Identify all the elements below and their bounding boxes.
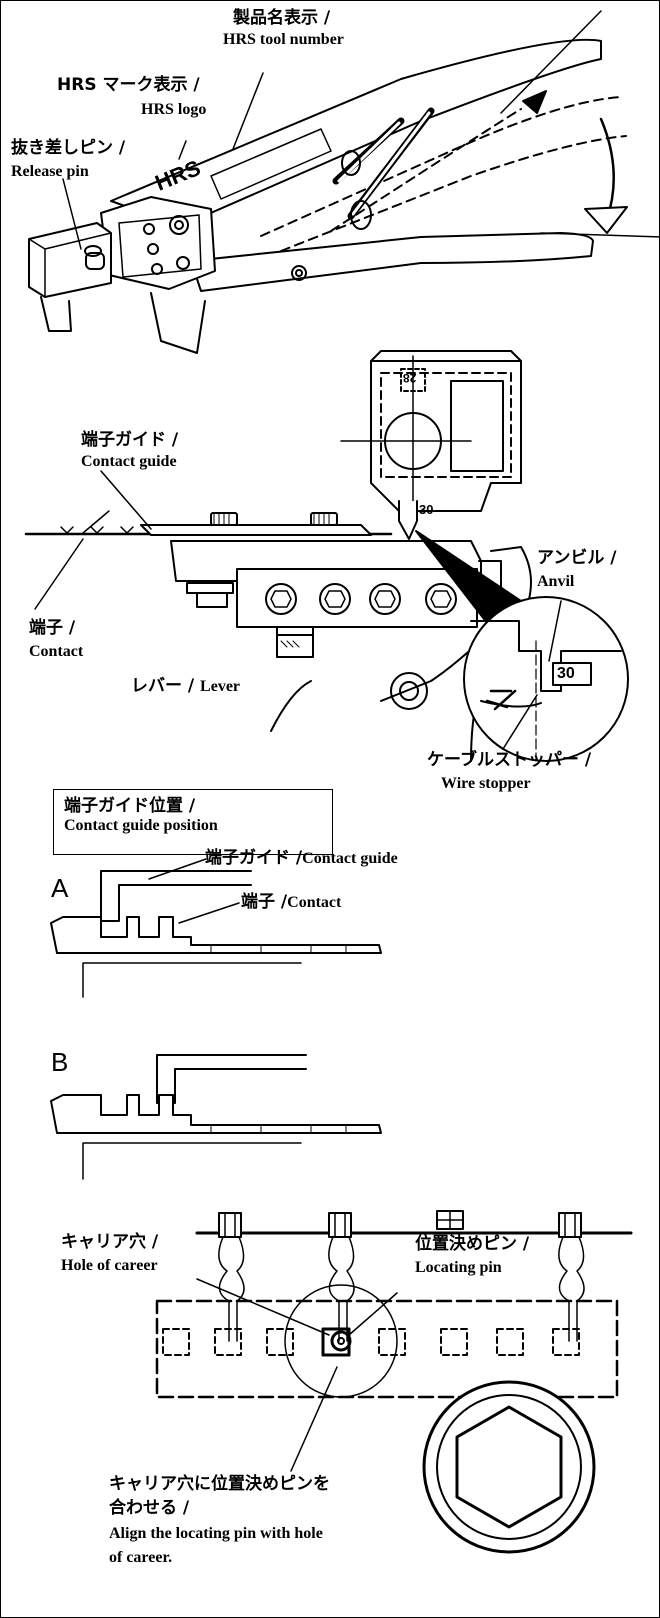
- align-instruction-en-2: of career.: [109, 1549, 173, 1566]
- logo-label-en: HRS logo: [141, 101, 207, 118]
- wire-stopper-label-en: Wire stopper: [441, 775, 531, 792]
- career-hole-label-en: Hole of career: [61, 1257, 158, 1274]
- wire-stopper-label-jp: ケーブルストッパー /: [427, 750, 592, 770]
- locating-pin-label-jp: 位置決めピン /: [415, 1234, 530, 1254]
- align-instruction-jp-1: キャリア穴に位置決めピンを: [109, 1474, 330, 1494]
- tool-number-label-jp: 製品名表示 /: [233, 8, 331, 28]
- guide-a-label-jp: 端子ガイド /: [205, 848, 303, 868]
- guide-a-label: 端子ガイド /Contact guide: [205, 848, 398, 869]
- contact-a-label: 端子 /Contact: [241, 892, 342, 913]
- contact-a-label-jp: 端子 /: [241, 892, 288, 912]
- position-b-label: B: [51, 1047, 69, 1077]
- position-a-drawing: [50, 858, 382, 998]
- align-instruction-jp-2: 合わせる /: [109, 1498, 190, 1518]
- contact-a-label-en: Contact: [287, 894, 342, 911]
- align-instruction-en-1: Align the locating pin with hole: [109, 1525, 323, 1542]
- lever-label-en: Lever: [200, 678, 241, 695]
- lever-label: レバー / Lever: [131, 676, 241, 697]
- release-pin-label-en: Release pin: [11, 163, 89, 180]
- contact-guide-label-jp: 端子ガイド /: [81, 430, 179, 450]
- die-size-marking-upper: 28: [403, 370, 417, 385]
- guide-position-title-en: Contact guide position: [64, 817, 218, 835]
- career-hole-label-jp: キャリア穴 /: [61, 1232, 159, 1252]
- position-a-label: A: [51, 873, 69, 903]
- logo-label-jp: HRS マーク表示 /: [57, 75, 200, 95]
- contact-label-en: Contact: [29, 643, 84, 660]
- crimp-tool-drawing: HRS: [28, 10, 659, 354]
- release-pin-label-jp: 抜き差しピン /: [11, 138, 126, 158]
- position-b-drawing: [50, 1054, 382, 1180]
- contact-guide-label-en: Contact guide: [81, 453, 177, 470]
- guide-position-title-jp: 端子ガイド位置 /: [64, 796, 196, 816]
- tool-number-label-en: HRS tool number: [223, 31, 344, 48]
- contact-label-jp: 端子 /: [29, 618, 76, 638]
- carrier-strip-drawing: [155, 1210, 633, 1554]
- anvil-label-jp: アンビル /: [537, 548, 617, 568]
- guide-position-title-box: 端子ガイド位置 / Contact guide position: [53, 789, 333, 855]
- die-size-marking: 30: [419, 502, 434, 517]
- anvil-size-marking: 30: [557, 665, 575, 682]
- locating-pin-label-en: Locating pin: [415, 1259, 502, 1276]
- guide-a-label-en: Contact guide: [302, 850, 398, 867]
- lever-label-jp: レバー /: [131, 676, 201, 696]
- anvil-label-en: Anvil: [537, 573, 575, 590]
- die-detail-drawing: [24, 350, 629, 762]
